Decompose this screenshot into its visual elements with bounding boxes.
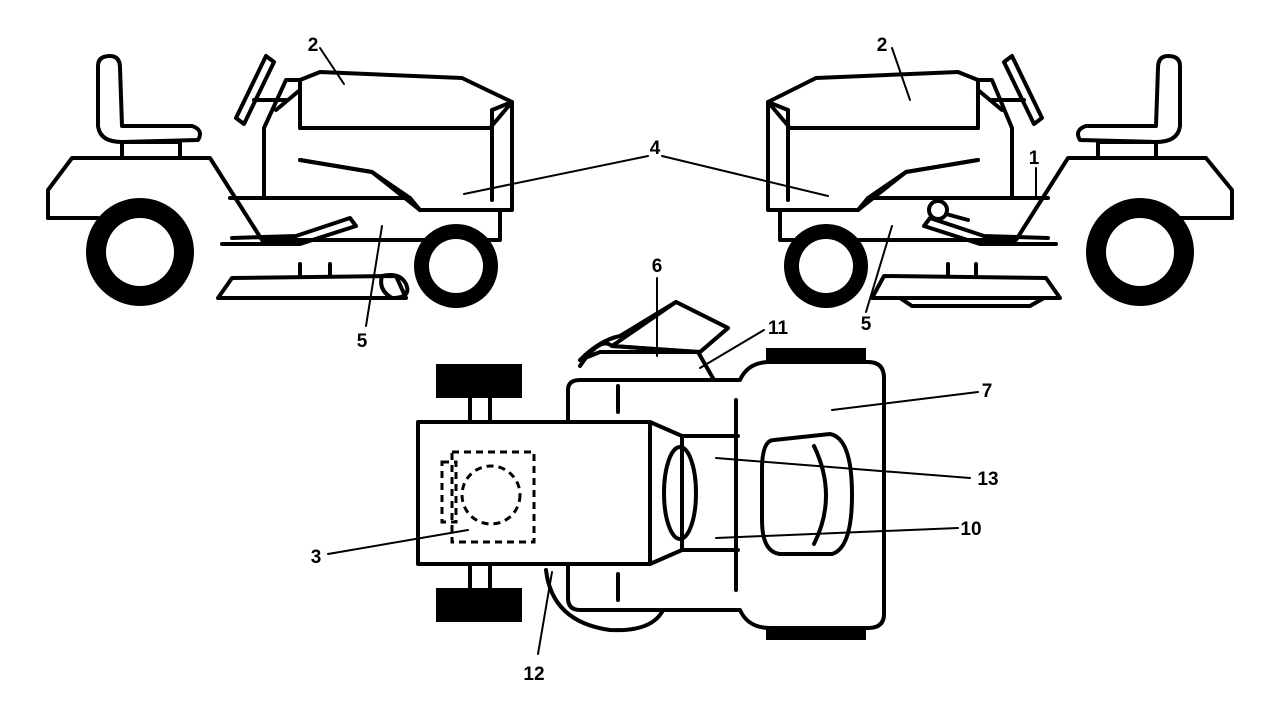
callout-13: 13 xyxy=(977,469,998,490)
callout-4: 4 xyxy=(650,138,661,159)
callout-6: 6 xyxy=(652,256,663,277)
callout-1: 1 xyxy=(1029,148,1040,169)
callout-12: 12 xyxy=(523,664,544,685)
callout-7: 7 xyxy=(982,381,993,402)
callout-3: 3 xyxy=(311,547,322,568)
leader-lines xyxy=(319,47,1037,655)
callout-5-right: 5 xyxy=(861,314,872,335)
top-view-tractor xyxy=(416,300,886,640)
callout-2-right: 2 xyxy=(877,35,888,56)
callout-10: 10 xyxy=(960,519,981,540)
left-side-view-tractor xyxy=(46,54,514,308)
callout-5-left: 5 xyxy=(357,331,368,352)
callout-11: 11 xyxy=(768,318,789,339)
callout-2-left: 2 xyxy=(308,35,319,56)
right-side-view-tractor xyxy=(766,54,1234,308)
callout-labels: 2 4 5 2 1 5 6 11 7 13 10 3 12 xyxy=(308,35,1040,685)
